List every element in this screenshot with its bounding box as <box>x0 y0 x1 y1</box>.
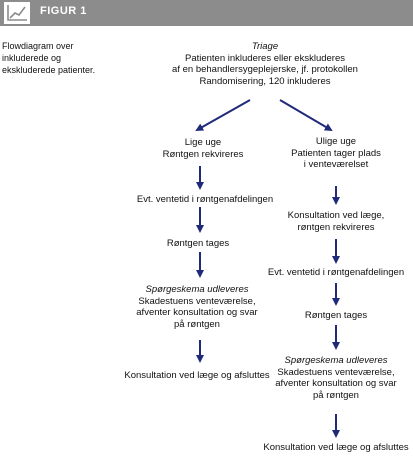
figure-title: FIGUR 1 <box>40 5 87 17</box>
right-consult-line-1: Konsultation ved læge, <box>287 210 385 221</box>
left-final-node: Konsultation ved læge og afsluttes <box>124 370 270 381</box>
left-wait-node: Evt. ventetid i røntgenafdelingen <box>136 194 274 205</box>
right-questionnaire-line-1: Skadestuens venteværelse, <box>277 366 395 378</box>
triage-line-2: af en behandlersygeplejerske, jf. protok… <box>172 64 358 75</box>
left-branch-block: Lige uge Røntgen rekvireres <box>163 137 244 160</box>
right-branch-line-1: Ulige uge <box>315 136 357 147</box>
right-xray-node: Røntgen tages <box>304 310 368 321</box>
right-consult-line-2: røntgen rekvireres <box>297 221 375 233</box>
left-questionnaire-line-2: afventer konsultation og svar <box>136 307 258 318</box>
left-xray-node: Røntgen tages <box>166 238 230 249</box>
triage-line-1: Patienten inkluderes eller ekskluderes <box>184 52 345 64</box>
line-chart-icon <box>4 2 30 24</box>
left-questionnaire-line-1: Skadestuens venteværelse, <box>138 295 256 307</box>
right-branch-block: Ulige uge Patienten tager plads i ventev… <box>291 136 381 171</box>
triage-label: Triage <box>251 41 279 52</box>
arrow-top-to-right <box>279 99 333 132</box>
left-branch-line-1: Lige uge <box>184 137 222 148</box>
right-questionnaire-block: Spørgeskema udleveres Skadestuens ventev… <box>275 355 396 401</box>
right-questionnaire-line-3: på røntgen <box>313 389 359 401</box>
left-questionnaire-block: Spørgeskema udleveres Skadestuens ventev… <box>136 284 257 330</box>
right-questionnaire-line-2: afventer konsultation og svar <box>275 378 397 389</box>
right-branch-line-2: Patienten tager plads <box>291 147 381 159</box>
right-consult-block: Konsultation ved læge, røntgen rekvirere… <box>288 210 385 233</box>
left-questionnaire-label: Spørgeskema udleveres <box>145 284 249 295</box>
randomization-line: Randomisering, 120 inkluderes <box>199 75 331 87</box>
figure-header: FIGUR 1 <box>0 0 413 26</box>
right-questionnaire-label: Spørgeskema udleveres <box>284 355 388 366</box>
right-branch-line-3: i venteværelset <box>303 159 369 170</box>
right-wait-node: Evt. ventetid i røntgenafdelingen <box>267 267 405 278</box>
figure-caption: Flowdiagram over inkluderede og eksklude… <box>2 41 96 75</box>
left-questionnaire-line-3: på røntgen <box>174 318 220 330</box>
arrow-top-to-left <box>195 99 251 131</box>
triage-block: Triage Patienten inkluderes eller eksklu… <box>172 41 358 87</box>
left-branch-line-2: Røntgen rekvireres <box>162 148 244 160</box>
right-final-node: Konsultation ved læge og afsluttes <box>263 442 409 453</box>
